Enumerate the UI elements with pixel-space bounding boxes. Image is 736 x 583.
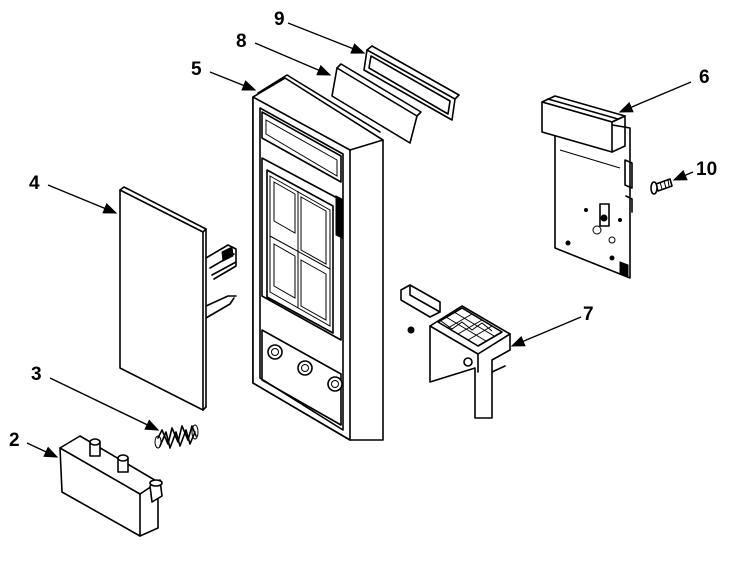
callout-number: 8	[236, 31, 247, 52]
callout-number: 6	[699, 67, 710, 88]
callout-number: 5	[191, 59, 202, 80]
callout-number: 7	[583, 304, 594, 325]
spring	[154, 424, 199, 449]
callout-number: 9	[274, 9, 285, 30]
callout-number: 3	[31, 364, 42, 385]
screw	[650, 178, 673, 195]
callout-leaders	[26, 22, 694, 458]
lens-bezel	[363, 45, 460, 121]
latch-bracket	[400, 284, 511, 419]
control-panel-frame	[252, 74, 384, 441]
touch-membrane	[119, 186, 237, 411]
callout-number: 10	[696, 159, 717, 180]
door-release-button	[59, 435, 163, 537]
control-board	[541, 95, 633, 279]
callout-number: 2	[9, 430, 20, 451]
window-lens	[331, 63, 422, 144]
callout-number: 4	[29, 173, 40, 194]
